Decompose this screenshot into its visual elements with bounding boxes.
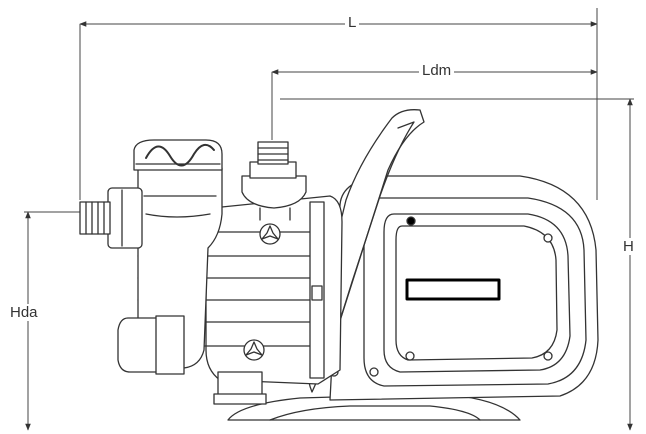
motor-cover-inset — [395, 225, 558, 361]
bottom-drain-cap — [213, 393, 267, 405]
cover-screw — [369, 367, 379, 377]
trilobe-bolt-upper — [259, 223, 281, 245]
dimension-label-Ldm: Ldm — [419, 62, 455, 79]
cover-screw — [543, 233, 553, 243]
suction-inlet-thread — [79, 201, 111, 235]
drain-plug — [117, 317, 161, 373]
carry-handle-inner — [321, 121, 415, 379]
cover-screw — [543, 351, 553, 361]
drain-plug-collar — [155, 315, 185, 375]
filter-cap-wave — [145, 143, 215, 167]
nameplate — [405, 278, 501, 301]
discharge-outlet-base — [241, 175, 307, 209]
suction-inlet-body — [107, 187, 143, 249]
dimension-label-L: L — [345, 14, 360, 31]
discharge-thread-lines — [257, 147, 289, 161]
suction-thread-lines — [85, 201, 105, 235]
dimension-lines — [24, 8, 634, 431]
indicator-light — [406, 216, 416, 226]
dimension-label-Hda: Hda — [7, 304, 41, 321]
cover-screw — [405, 351, 415, 361]
dimension-label-H: H — [620, 238, 637, 255]
discharge-outlet-thread — [257, 141, 289, 165]
filter-body-detail — [143, 195, 217, 218]
pump-casing — [205, 195, 343, 385]
pump-illustration — [79, 109, 599, 421]
casing-clip — [311, 285, 323, 301]
trilobe-bolt-lower — [243, 339, 265, 361]
pump-base-inner — [269, 405, 481, 421]
discharge-neck — [259, 207, 291, 221]
